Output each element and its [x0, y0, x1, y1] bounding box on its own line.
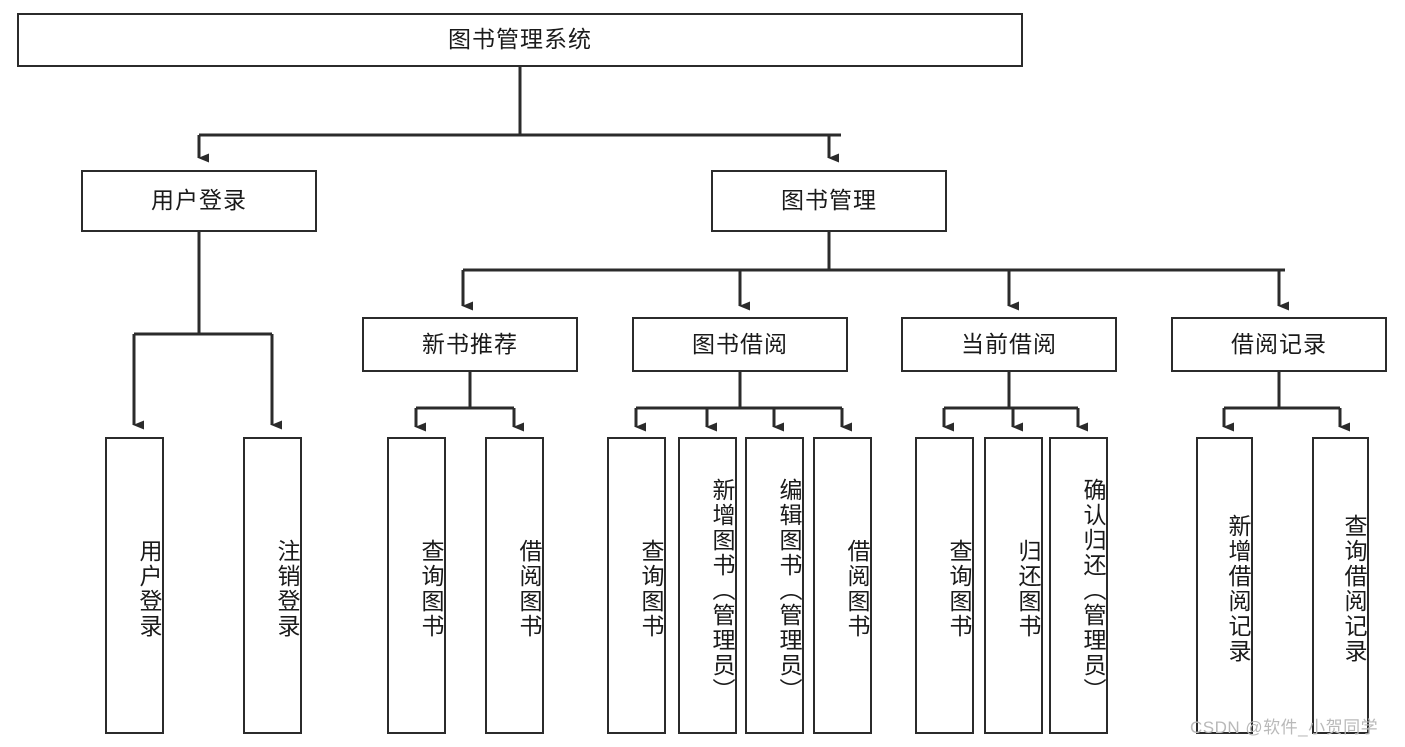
- leaf-query-book-1[interactable]: 查询图书: [387, 437, 446, 734]
- leaf-add-book-label: 新增图书（管理员）: [709, 478, 735, 703]
- leaf-add-record-label: 新增借阅记录: [1225, 513, 1251, 664]
- node-root[interactable]: 图书管理系统: [17, 13, 1023, 67]
- leaf-edit-book[interactable]: 编辑图书（管理员）: [745, 437, 804, 734]
- leaf-query-record[interactable]: 查询借阅记录: [1312, 437, 1369, 734]
- leaf-add-book[interactable]: 新增图书（管理员）: [678, 437, 737, 734]
- leaf-user-logout-label: 注销登录: [274, 538, 300, 639]
- leaf-borrow-book-1[interactable]: 借阅图书: [485, 437, 544, 734]
- leaf-query-book-1-label: 查询图书: [418, 538, 444, 639]
- leaf-borrow-book-2-label: 借阅图书: [844, 538, 870, 639]
- node-new-book-recommend[interactable]: 新书推荐: [362, 317, 578, 372]
- leaf-user-login[interactable]: 用户登录: [105, 437, 164, 734]
- leaf-edit-book-label: 编辑图书（管理员）: [776, 478, 802, 703]
- leaf-borrow-book-2[interactable]: 借阅图书: [813, 437, 872, 734]
- node-root-label: 图书管理系统: [448, 26, 592, 53]
- node-borrow-record-label: 借阅记录: [1231, 330, 1327, 357]
- leaf-user-login-label: 用户登录: [136, 538, 162, 639]
- leaf-confirm-return[interactable]: 确认归还（管理员）: [1049, 437, 1108, 734]
- node-book-manage-label: 图书管理: [781, 187, 877, 214]
- leaf-confirm-return-label: 确认归还（管理员）: [1080, 478, 1106, 703]
- node-borrow-record[interactable]: 借阅记录: [1171, 317, 1387, 372]
- leaf-add-record[interactable]: 新增借阅记录: [1196, 437, 1253, 734]
- leaf-query-book-2[interactable]: 查询图书: [607, 437, 666, 734]
- node-current-borrow-label: 当前借阅: [961, 330, 1057, 357]
- node-new-book-recommend-label: 新书推荐: [422, 330, 518, 357]
- node-book-borrow-label: 图书借阅: [692, 330, 788, 357]
- csdn-watermark: CSDN @软件_小贺同学: [1190, 718, 1379, 737]
- leaf-return-book[interactable]: 归还图书: [984, 437, 1043, 734]
- node-book-manage[interactable]: 图书管理: [711, 170, 947, 232]
- leaf-user-logout[interactable]: 注销登录: [243, 437, 302, 734]
- leaf-query-book-3-label: 查询图书: [946, 538, 972, 639]
- node-user-login[interactable]: 用户登录: [81, 170, 317, 232]
- node-current-borrow[interactable]: 当前借阅: [901, 317, 1117, 372]
- leaf-query-book-3[interactable]: 查询图书: [915, 437, 974, 734]
- node-user-login-label: 用户登录: [151, 187, 247, 214]
- leaf-query-record-label: 查询借阅记录: [1341, 513, 1367, 664]
- node-book-borrow[interactable]: 图书借阅: [632, 317, 848, 372]
- leaf-query-book-2-label: 查询图书: [638, 538, 664, 639]
- leaf-borrow-book-1-label: 借阅图书: [516, 538, 542, 639]
- leaf-return-book-label: 归还图书: [1015, 538, 1041, 639]
